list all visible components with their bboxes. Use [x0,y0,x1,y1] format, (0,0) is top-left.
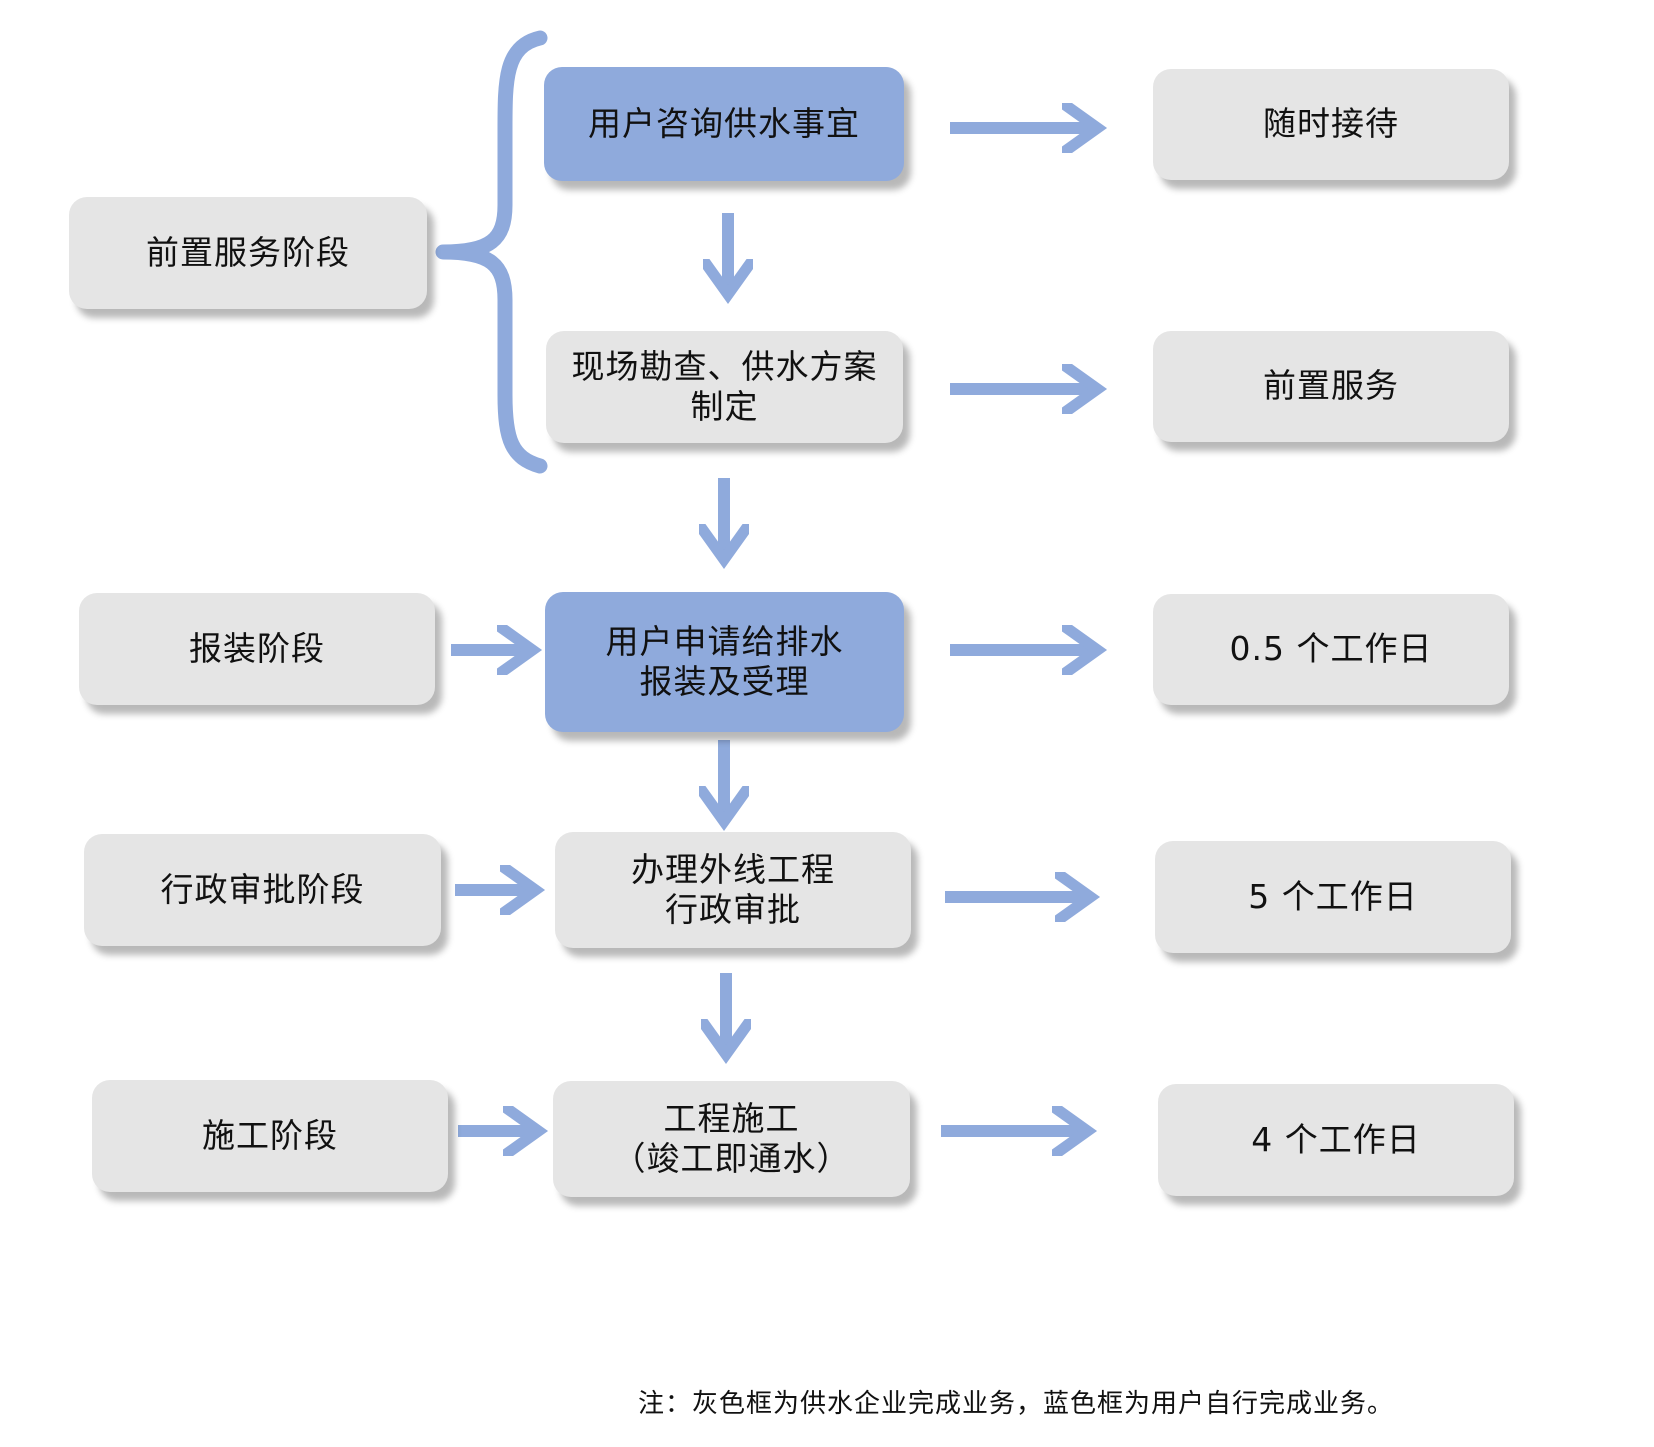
pre-service-brace [435,30,548,474]
process-consult: 用户咨询供水事宜 [544,67,904,181]
duration-consult: 随时接待 [1153,69,1509,180]
process-approval: 办理外线工程 行政审批 [555,832,911,948]
legend-note: 注：灰色框为供水企业完成业务，蓝色框为用户自行完成业务。 [638,1389,1395,1419]
stage-pre-service: 前置服务阶段 [69,197,427,309]
process-build: 工程施工 （竣工即通水） [553,1081,910,1197]
stage-application: 报装阶段 [79,593,435,705]
process-survey: 现场勘查、供水方案 制定 [546,331,903,443]
process-apply: 用户申请给排水 报装及受理 [545,592,904,732]
duration-approval: 5 个工作日 [1155,841,1511,953]
duration-apply: 0.5 个工作日 [1153,594,1509,705]
duration-build: 4 个工作日 [1158,1084,1514,1196]
duration-survey: 前置服务 [1153,331,1509,442]
stage-admin-approval: 行政审批阶段 [84,834,441,946]
stage-construction: 施工阶段 [92,1080,448,1192]
